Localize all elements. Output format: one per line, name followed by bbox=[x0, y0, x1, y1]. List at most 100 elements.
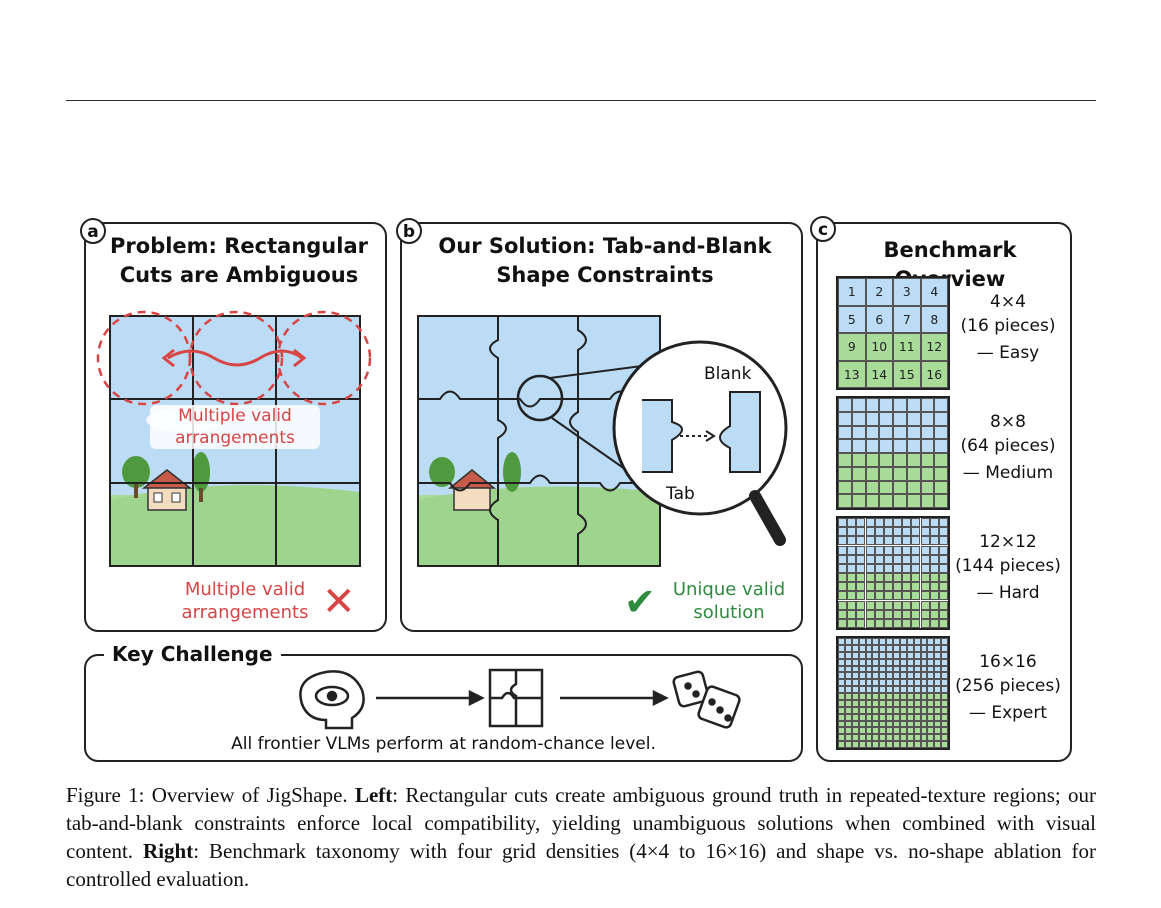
benchmark-cell bbox=[874, 591, 884, 601]
benchmark-cell bbox=[906, 713, 914, 721]
benchmark-cell bbox=[929, 573, 939, 583]
benchmark-cell bbox=[920, 518, 930, 528]
benchmark-cell bbox=[902, 573, 912, 583]
benchmark-cell bbox=[893, 693, 900, 700]
benchmark-cell bbox=[920, 686, 928, 693]
benchmark-cell bbox=[865, 693, 873, 700]
benchmark-cell bbox=[865, 591, 875, 601]
benchmark-cell bbox=[838, 741, 845, 748]
benchmark-cell bbox=[883, 536, 893, 546]
benchmark-cell bbox=[920, 741, 928, 748]
benchmark-cell bbox=[913, 693, 921, 700]
benchmark-grid: 4×4 bbox=[990, 292, 1026, 312]
benchmark-cell bbox=[838, 686, 845, 693]
benchmark-cell bbox=[920, 554, 930, 564]
benchmark-grid-8 bbox=[836, 396, 950, 510]
benchmark-cell bbox=[838, 563, 848, 573]
benchmark-cell bbox=[934, 713, 942, 721]
benchmark-cell bbox=[865, 545, 875, 555]
benchmark-cell bbox=[913, 672, 921, 680]
benchmark-cell bbox=[838, 644, 845, 652]
benchmark-cell bbox=[906, 720, 914, 728]
benchmark-cell bbox=[865, 699, 873, 707]
benchmark-cell bbox=[913, 679, 921, 687]
benchmark-cell bbox=[879, 411, 893, 426]
benchmark-cell bbox=[879, 679, 887, 687]
benchmark-cell bbox=[929, 591, 939, 601]
benchmark-cell bbox=[893, 600, 903, 610]
benchmark-cell bbox=[865, 439, 880, 453]
benchmark-cell bbox=[893, 713, 900, 721]
benchmark-cell bbox=[865, 527, 875, 537]
benchmark-cell bbox=[893, 582, 903, 592]
benchmark-cell bbox=[920, 480, 935, 495]
benchmark-cell bbox=[847, 545, 857, 555]
benchmark-cell bbox=[893, 494, 907, 508]
benchmark-cell bbox=[906, 699, 914, 707]
benchmark-cell bbox=[906, 658, 914, 666]
benchmark-cell bbox=[838, 466, 852, 481]
benchmark-cell bbox=[858, 638, 866, 645]
panel-b-title: Our Solution: Tab-and-Blank Shape Constr… bbox=[438, 234, 772, 287]
benchmark-cell bbox=[838, 734, 845, 742]
benchmark-cell bbox=[879, 693, 887, 700]
benchmark-cell bbox=[934, 398, 948, 412]
benchmark-cell bbox=[851, 651, 859, 659]
benchmark-label-8: 8×8(64 pieces)— Medium bbox=[948, 410, 1068, 485]
benchmark-cell bbox=[851, 679, 859, 687]
benchmark-cell bbox=[941, 658, 948, 666]
benchmark-cell bbox=[856, 582, 866, 592]
benchmark-cell bbox=[920, 591, 930, 601]
benchmark-cell bbox=[838, 713, 845, 721]
benchmark-cell bbox=[902, 618, 912, 628]
benchmark-cell bbox=[851, 693, 859, 700]
benchmark-cell bbox=[879, 398, 893, 412]
benchmark-cell bbox=[838, 582, 848, 592]
brain-eye-icon bbox=[299, 670, 365, 730]
swap-arrow bbox=[167, 349, 303, 367]
benchmark-cell bbox=[938, 545, 948, 555]
benchmark-cell bbox=[851, 480, 866, 495]
benchmark-cell bbox=[874, 518, 884, 528]
benchmark-cell: 7 bbox=[893, 305, 921, 333]
benchmark-cell bbox=[838, 425, 852, 440]
benchmark-cell bbox=[927, 644, 935, 652]
benchmark-cell bbox=[920, 527, 930, 537]
benchmark-cell bbox=[920, 734, 928, 742]
benchmark-cell bbox=[874, 563, 884, 573]
benchmark-cell bbox=[893, 727, 900, 735]
benchmark-cell bbox=[929, 609, 939, 619]
benchmark-cell bbox=[847, 591, 857, 601]
benchmark-cell bbox=[886, 658, 893, 666]
benchmark-cell bbox=[913, 734, 921, 742]
benchmark-cell bbox=[838, 727, 845, 735]
benchmark-cell: 9 bbox=[838, 333, 866, 361]
benchmark-cell bbox=[941, 679, 948, 687]
magnifier-icon bbox=[612, 340, 788, 546]
benchmark-cell bbox=[865, 734, 873, 742]
benchmark-difficulty: — Hard bbox=[976, 583, 1040, 603]
benchmark-cell bbox=[920, 720, 928, 728]
benchmark-cell bbox=[838, 591, 848, 601]
benchmark-cell bbox=[911, 563, 921, 573]
benchmark-cell bbox=[913, 651, 921, 659]
benchmark-cell bbox=[941, 720, 948, 728]
benchmark-cell bbox=[865, 720, 873, 728]
benchmark-cell bbox=[872, 658, 880, 666]
benchmark-cell bbox=[920, 693, 928, 700]
benchmark-cell: 3 bbox=[893, 278, 921, 306]
benchmark-cell bbox=[893, 609, 903, 619]
benchmark-cell bbox=[838, 618, 848, 628]
benchmark-cell bbox=[865, 582, 875, 592]
benchmark-cell bbox=[851, 439, 866, 453]
benchmark-cell bbox=[874, 573, 884, 583]
benchmark-cell bbox=[934, 480, 948, 495]
benchmark-cell bbox=[929, 527, 939, 537]
benchmark-cell bbox=[872, 638, 880, 645]
benchmark-cell: 10 bbox=[865, 333, 893, 361]
benchmark-cell bbox=[865, 713, 873, 721]
benchmark-cell bbox=[934, 741, 942, 748]
benchmark-cell: 2 bbox=[865, 278, 893, 306]
benchmark-cell bbox=[847, 563, 857, 573]
benchmark-cell bbox=[920, 494, 935, 508]
